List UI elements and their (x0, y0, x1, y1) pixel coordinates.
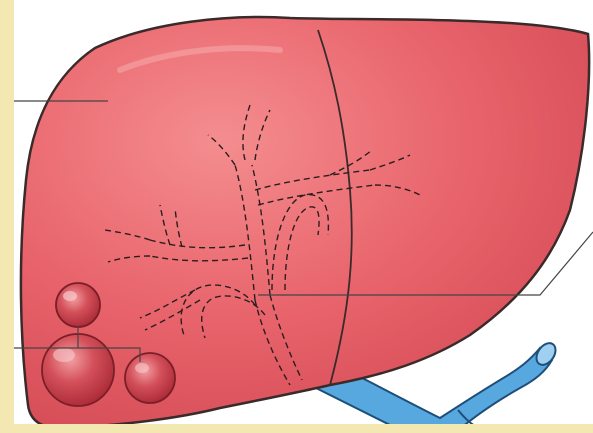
cyst-small (56, 283, 100, 327)
cyst-medium (125, 353, 175, 403)
bottom-border-band (0, 424, 593, 433)
